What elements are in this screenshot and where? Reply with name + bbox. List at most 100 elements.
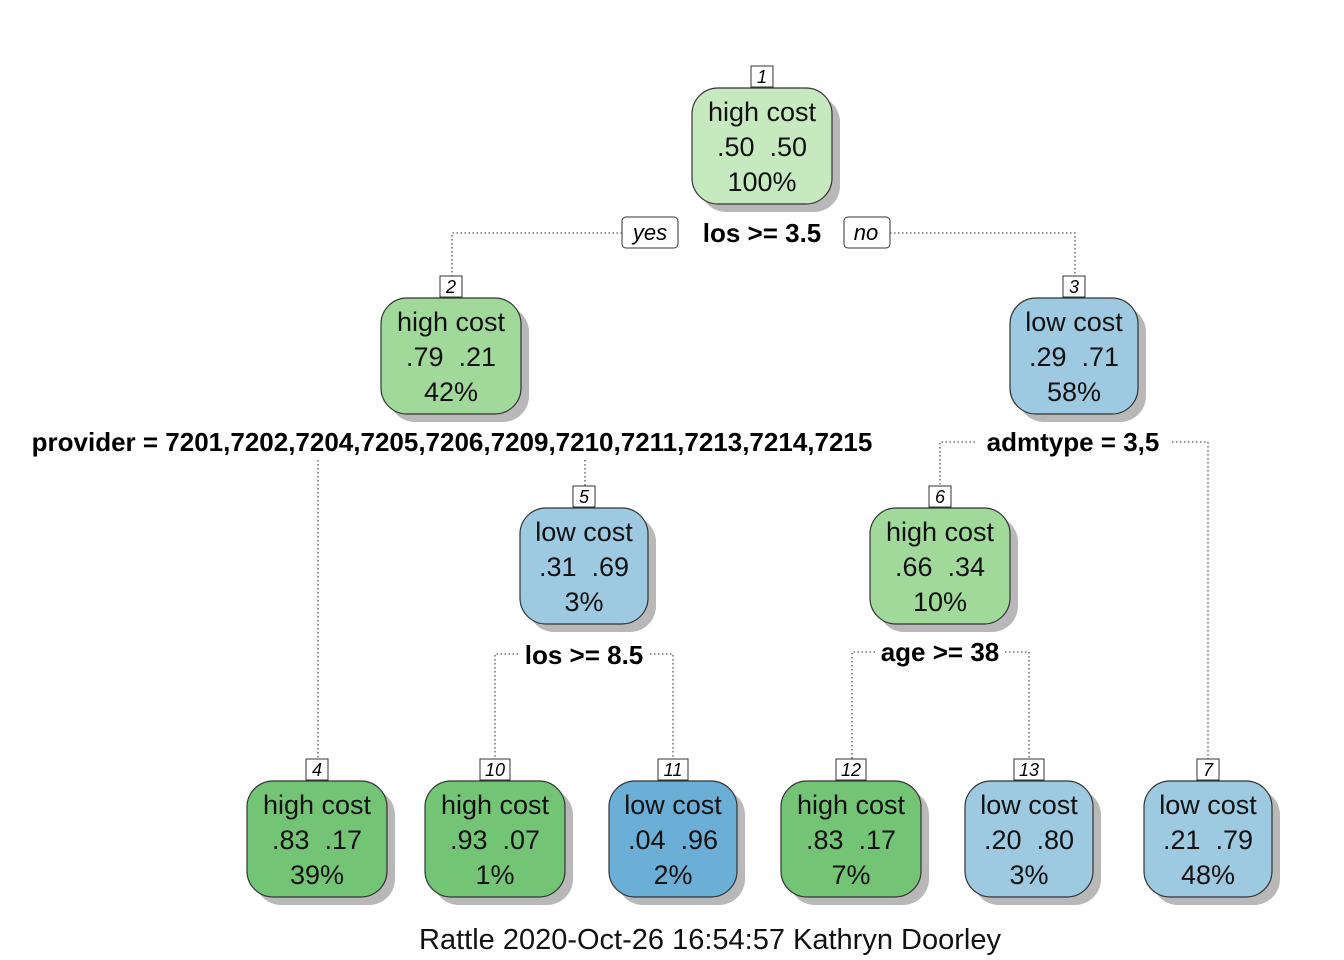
no-label: no [843,216,891,249]
node-class-label: low cost [980,790,1078,820]
node-number: 10 [485,760,505,780]
split-label-los-bg [520,639,648,671]
split-labels: los >= 3.5 provider = 7201,7202,7204,7205… [27,217,1164,671]
split-label-age: age >= 38 [881,637,1000,667]
node-number: 1 [757,67,767,87]
node-number-box [1196,758,1220,781]
node-percentage: 2% [653,860,692,890]
node-class-label: high cost [797,790,906,820]
node-probabilities: .79 .21 [406,342,496,372]
node-number-box [305,758,329,781]
edge-5-11 [650,653,674,760]
node-number: 11 [664,760,683,780]
node-class-label: high cost [886,517,995,547]
node-box [691,87,833,205]
node-percentage: 3% [1009,860,1048,890]
node-class-label: low cost [1159,790,1257,820]
node-class-label: low cost [624,790,722,820]
node-number: 4 [312,760,322,780]
node-number: 13 [1019,760,1039,780]
node-box [424,780,566,898]
node-probabilities: .83 .17 [272,825,362,855]
split-label-provider-bg [27,426,877,458]
edge-6-13 [1005,651,1030,760]
node-number: 6 [935,487,946,507]
tree-node-10: 10 high cost .93 .07 1% [424,758,573,905]
node-number: 7 [1203,760,1214,780]
node-box [246,780,388,898]
node-class-label: low cost [535,517,633,547]
split-label-age-bg [876,636,1004,668]
node-probabilities: .29 .71 [1029,342,1119,372]
no-label-text: no [854,220,878,245]
tree-node-13: 13 low cost .20 .80 3% [964,758,1101,905]
node-percentage: 100% [727,167,796,197]
node-probabilities: .66 .34 [895,552,985,582]
yes-label-text: yes [631,220,667,245]
node-number: 12 [841,760,861,780]
node-number: 3 [1069,277,1079,297]
edge-1-3 [890,232,1076,276]
node-number-box [439,275,463,298]
tree-node-4: 4 high cost .83 .17 39% [246,758,395,905]
node-probabilities: .50 .50 [717,132,807,162]
edge-3-7 [1172,441,1209,760]
node-percentage: 1% [475,860,514,890]
node-percentage: 48% [1181,860,1235,890]
node-probabilities: .21 .79 [1163,825,1253,855]
node-number: 2 [445,277,456,297]
edge-3-6 [939,441,975,486]
node-box [380,297,522,415]
tree-node-1: 1 high cost .50 .50 100% [691,65,840,212]
node-box [964,780,1094,898]
node-number-box [928,485,952,508]
node-probabilities: .31 .69 [539,552,629,582]
node-box [869,507,1011,625]
node-box [519,507,649,625]
node-class-label: high cost [708,97,817,127]
node-class-label: high cost [263,790,372,820]
node-number-box [1062,275,1086,298]
node-percentage: 58% [1047,377,1101,407]
edge-5-10 [494,653,518,760]
node-percentage: 42% [424,377,478,407]
node-number-box [572,485,596,508]
node-class-label: high cost [441,790,550,820]
node-percentage: 7% [831,860,870,890]
split-label-root: los >= 3.5 [703,218,822,248]
split-label-root-bg [698,217,826,249]
node-probabilities: .20 .80 [984,825,1074,855]
yes-label: yes [621,216,679,249]
edge-6-12 [851,651,875,760]
node-percentage: 39% [290,860,344,890]
node-probabilities: .04 .96 [628,825,718,855]
split-label-admtype-bg [982,426,1164,458]
node-box [1143,780,1273,898]
tree-node-2: 2 high cost .79 .21 42% [380,275,529,422]
split-label-los: los >= 8.5 [525,640,644,670]
split-label-admtype: admtype = 3,5 [987,427,1160,457]
node-number-box [750,65,774,88]
node-number-box [479,758,511,781]
node-number-box [835,758,867,781]
node-box [1009,297,1139,415]
node-probabilities: .93 .07 [450,825,540,855]
footer-caption: Rattle 2020-Oct-26 16:54:57 Kathryn Door… [419,924,1001,956]
node-class-label: low cost [1025,307,1123,337]
node-number-box [1013,758,1045,781]
node-number-box [657,758,689,781]
tree-node-3: 3 low cost .29 .71 58% [1009,275,1146,422]
node-class-label: high cost [397,307,506,337]
tree-node-7: 7 low cost .21 .79 48% [1143,758,1280,905]
node-percentage: 3% [564,587,603,617]
split-label-provider: provider = 7201,7202,7204,7205,7206,7209… [32,427,873,457]
tree-edges [317,232,1209,760]
node-box [608,780,738,898]
tree-node-11: 11 low cost .04 .96 2% [608,758,745,905]
node-box [780,780,922,898]
